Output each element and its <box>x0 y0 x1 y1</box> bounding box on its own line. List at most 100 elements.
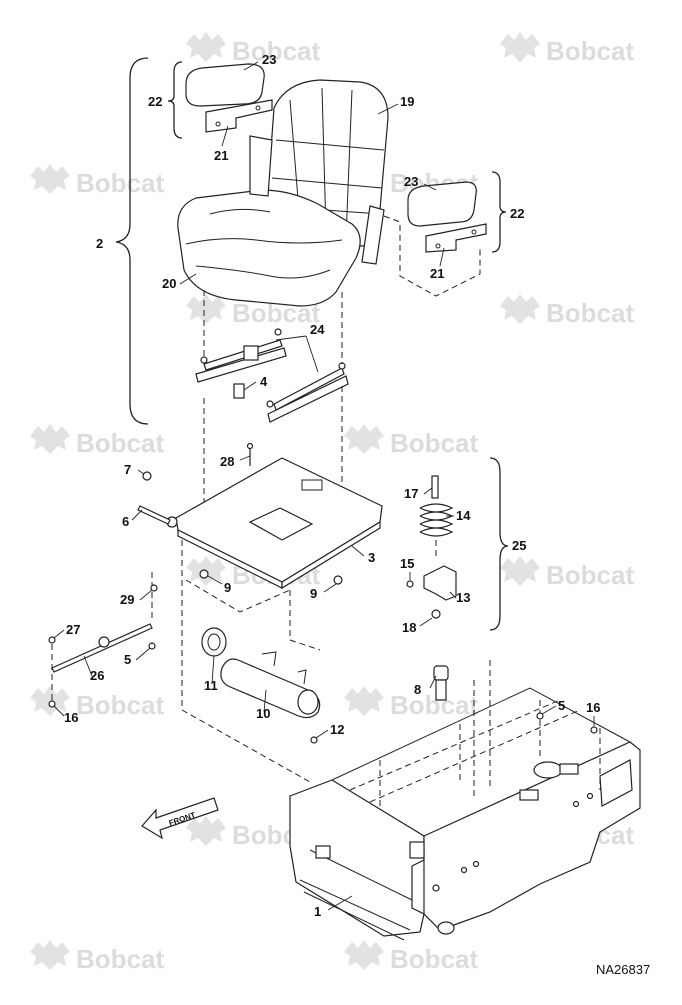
spring-bolt <box>431 475 439 499</box>
leader-29 <box>139 589 153 601</box>
callout-16-right: 16 <box>586 700 600 715</box>
drawing-reference-number: NA26837 <box>596 962 650 977</box>
nut-16-right <box>590 726 598 734</box>
brace-suspension-kit <box>489 457 509 631</box>
callout-17: 17 <box>404 486 418 501</box>
frame-tab <box>315 845 331 859</box>
leader-27 <box>53 629 65 639</box>
assembly-line <box>181 540 311 783</box>
leader-5a <box>135 647 151 661</box>
watermark-text: Bobcat <box>76 944 164 974</box>
frame-pivot <box>437 921 455 935</box>
callout-20: 20 <box>162 276 176 291</box>
watermark-1: Bobcat <box>186 32 320 66</box>
watermark-11: Bobcat <box>30 686 164 720</box>
leader-17 <box>423 487 433 495</box>
rail-stud <box>200 356 208 364</box>
callout-13: 13 <box>456 590 470 605</box>
callout-22-right: 22 <box>510 206 524 221</box>
brace-left-armrest <box>167 61 183 139</box>
bushing-bore <box>207 633 221 651</box>
frame-hole <box>472 860 480 868</box>
leader-7 <box>137 469 145 475</box>
watermark-8: Bobcat <box>344 424 478 458</box>
callout-labels: 1 2 3 4 5 5 6 7 8 9 9 10 11 12 13 14 15 … <box>64 52 600 919</box>
callout-11: 11 <box>204 678 218 693</box>
bobcat-logo-icon <box>500 294 540 324</box>
bolt-head <box>246 442 254 450</box>
assembly-line <box>185 579 291 613</box>
callout-27: 27 <box>66 622 80 637</box>
callout-7: 7 <box>124 462 131 477</box>
watermark-16: Bobcat <box>344 940 478 974</box>
leader-23b <box>423 183 437 191</box>
rail-stud <box>266 400 274 408</box>
leader-3 <box>351 545 365 557</box>
leader-8 <box>429 675 437 689</box>
bobcat-logo-icon <box>30 940 70 970</box>
plate-cutout <box>248 507 314 541</box>
screw-27 <box>48 636 56 644</box>
callout-16-left: 16 <box>64 710 78 725</box>
callout-2: 2 <box>96 236 103 251</box>
leader-4 <box>243 381 257 391</box>
seat-cushion <box>177 189 361 307</box>
main-frame <box>289 687 641 941</box>
right-armrest <box>407 181 487 253</box>
bracket-hole <box>435 243 441 249</box>
frame-bolt <box>432 884 440 892</box>
watermark-12: Bobcat <box>344 686 478 720</box>
watermark-2: Bobcat <box>500 32 634 66</box>
plate-right-lip <box>281 520 381 590</box>
watermark-text: Bobcat <box>76 690 164 720</box>
callout-24: 24 <box>310 322 325 337</box>
spring-coil <box>419 503 454 537</box>
watermark-10: Bobcat <box>500 556 634 590</box>
watermark-6: Bobcat <box>500 294 634 328</box>
callout-23-right: 23 <box>404 174 418 189</box>
bobcat-logo-icon <box>186 294 226 324</box>
frame-slot <box>519 789 539 801</box>
rod-clamp <box>98 636 110 648</box>
frame-opening <box>533 761 563 779</box>
callout-8: 8 <box>414 682 421 697</box>
bracket-hole <box>255 105 261 111</box>
bobcat-logo-icon <box>344 940 384 970</box>
leader-16a <box>53 705 65 717</box>
operator-seat <box>177 79 389 307</box>
rod-26 <box>51 623 153 673</box>
slide-latch <box>243 345 259 361</box>
left-armrest <box>185 63 273 133</box>
leader-9b <box>323 583 337 593</box>
bumper-8 <box>433 665 449 681</box>
watermark-text: Bobcat <box>76 168 164 198</box>
release-latch <box>233 383 245 399</box>
armrest-pad-left <box>185 63 265 107</box>
tube-end <box>297 689 319 715</box>
bobcat-logo-icon <box>186 32 226 62</box>
callout-23-left: 23 <box>262 52 276 67</box>
watermark-text: Bobcat <box>390 690 478 720</box>
armrest-mount-line <box>383 215 481 297</box>
tube-assembly <box>201 627 321 744</box>
front-arrow-icon <box>141 797 219 840</box>
callout-10: 10 <box>256 706 270 721</box>
watermark-text: Bobcat <box>390 944 478 974</box>
nut-5-right <box>536 712 544 720</box>
callout-26: 26 <box>90 668 104 683</box>
slide-rail-right-upper <box>273 367 345 411</box>
nut-16-left <box>48 700 56 708</box>
frame-hole <box>586 792 594 800</box>
watermark-text: Bobcat <box>76 428 164 458</box>
leader-11 <box>211 655 215 685</box>
leader-5b <box>541 705 557 715</box>
frame-tab <box>409 841 425 859</box>
backrest-stitching <box>269 87 385 239</box>
nut-9-right <box>333 575 343 585</box>
plate-notch <box>301 479 323 491</box>
leader-21a <box>221 125 229 147</box>
leader-28 <box>239 455 251 461</box>
callout-1: 1 <box>314 904 321 919</box>
bolt-15 <box>406 580 414 588</box>
